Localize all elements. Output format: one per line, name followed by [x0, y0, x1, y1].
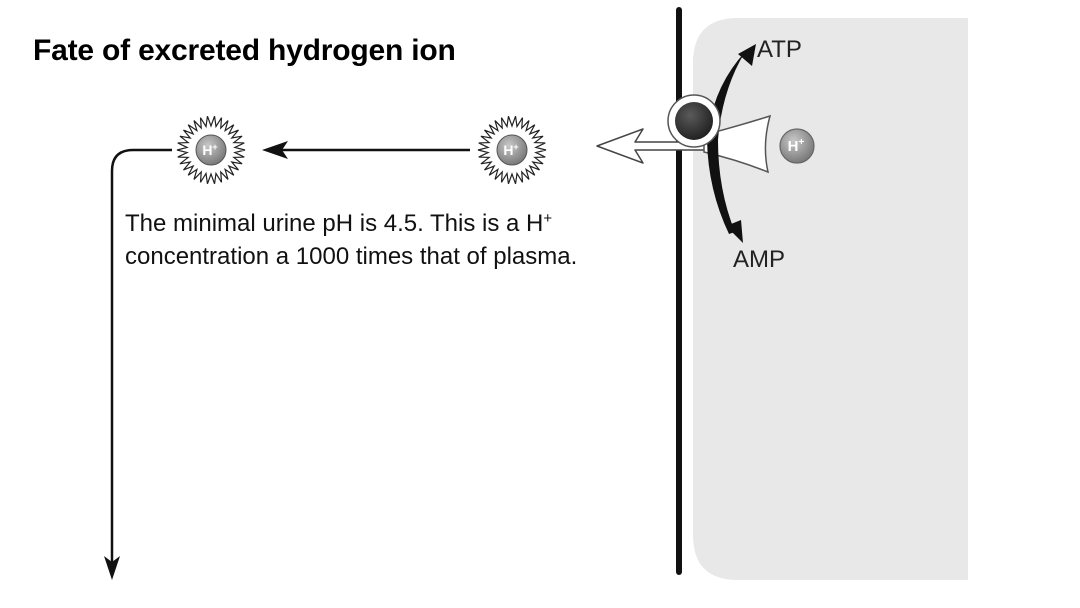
ion-label-intracellular: H+ [788, 137, 805, 155]
caption-line-1: The minimal urine pH is 4.5. This is a H… [125, 210, 553, 237]
pump-channel [703, 114, 772, 174]
page-title: Fate of excreted hydrogen ion [33, 34, 456, 67]
downward-path-arrow [110, 148, 172, 566]
cell-interior [693, 18, 968, 580]
amp-label: AMP [733, 246, 786, 273]
downward-arrowhead [104, 556, 120, 580]
ion-label-middle: H+ [503, 142, 518, 158]
hydrogen-ion-middle: H+ [477, 115, 547, 185]
atp-label: ATP [757, 36, 802, 63]
amp-arrowhead [726, 220, 743, 243]
atp-to-amp-arrow [707, 52, 745, 234]
hydrogen-ion-intracellular: H+ [779, 128, 815, 164]
proton-pump [667, 94, 721, 148]
caption-text: The minimal urine pH is 4.5. This is a H… [125, 202, 577, 273]
caption-line-2: concentration a 1000 times that of plasm… [125, 243, 578, 270]
ion-movement-arrowhead [262, 141, 288, 159]
atp-arrow-tip-top [738, 44, 756, 66]
hydrogen-ion-left: H+ [176, 115, 246, 185]
ion-label-left: H+ [202, 142, 217, 158]
